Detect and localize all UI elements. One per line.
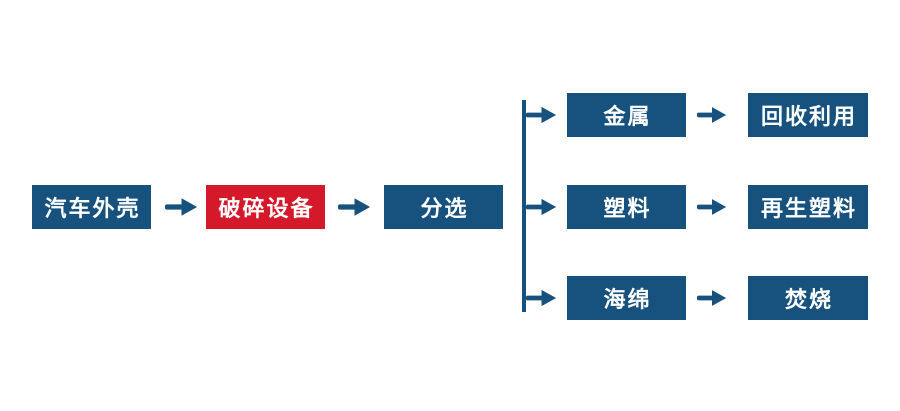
- arrow-right-icon: [697, 104, 727, 126]
- arrow-right-icon: [338, 196, 371, 218]
- node-metal: 金属: [567, 93, 686, 137]
- arrow-right-icon: [526, 196, 557, 218]
- node-plastic: 塑料: [567, 185, 686, 229]
- arrow-right-icon: [526, 104, 557, 126]
- arrow-right-icon: [697, 287, 727, 309]
- arrow-right-icon: [697, 196, 727, 218]
- arrow-right-icon: [526, 287, 557, 309]
- arrow-right-icon: [165, 196, 198, 218]
- node-recycling: 回收利用: [748, 93, 868, 137]
- node-recycled-plastic: 再生塑料: [748, 185, 868, 229]
- node-sorting: 分选: [384, 185, 503, 229]
- node-incineration: 焚烧: [748, 276, 868, 320]
- node-crushing-equipment: 破碎设备: [206, 185, 325, 229]
- branch-connector-line: [522, 100, 526, 312]
- node-sponge: 海绵: [567, 276, 686, 320]
- node-car-shell: 汽车外壳: [32, 185, 151, 229]
